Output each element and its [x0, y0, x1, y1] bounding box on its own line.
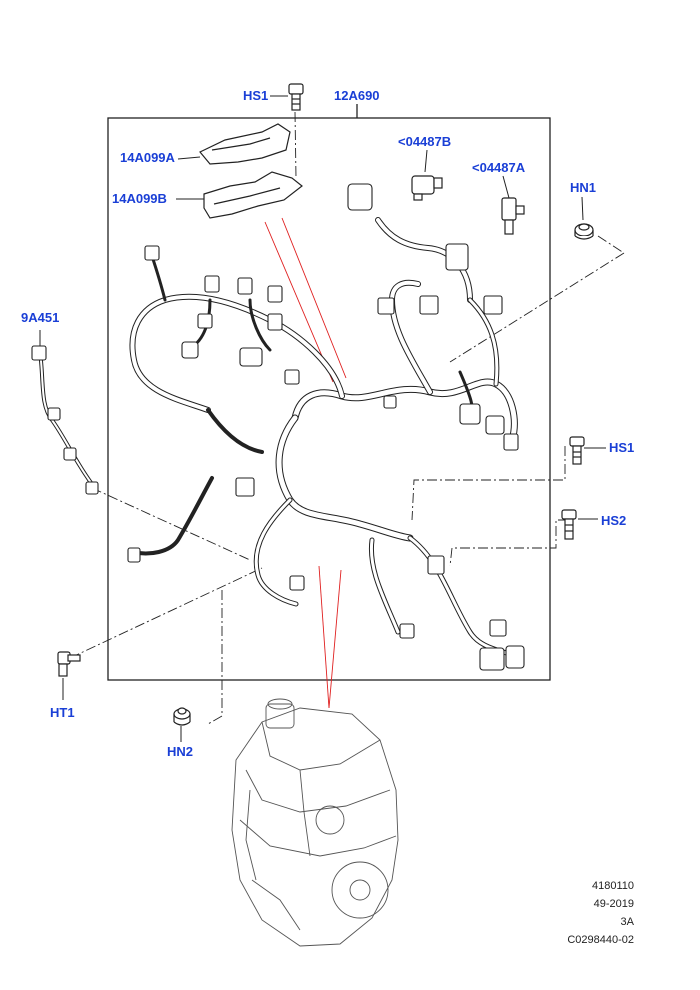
bolt-hs1-top — [288, 83, 304, 111]
nut-hn2 — [173, 707, 191, 726]
callout-hn1: HN1 — [570, 180, 597, 195]
sensors — [411, 175, 525, 235]
callout-ht1: HT1 — [50, 705, 75, 720]
harness-connectors — [127, 183, 525, 671]
harness-12a690 — [129, 217, 518, 659]
bolt-hs2 — [561, 509, 577, 540]
callout-04487b: <04487B — [398, 134, 452, 149]
heat-shields — [199, 123, 303, 219]
harness-9a451 — [31, 345, 99, 495]
sensor-04487a — [501, 197, 525, 235]
callout-12a690: 12A690 — [334, 88, 380, 103]
reference-number: 4180110 — [591, 880, 634, 892]
callout-leaders — [39, 95, 606, 742]
fasteners — [57, 83, 594, 726]
reference-date: 49-2019 — [593, 898, 634, 910]
shield-14a099a — [199, 123, 291, 165]
engine-illustration — [231, 698, 399, 947]
callout-hs1-right: HS1 — [609, 440, 635, 455]
bolt-hs1-right — [569, 436, 585, 465]
sensor-04487b — [411, 175, 443, 201]
callout-14a099a: 14A099A — [120, 150, 175, 165]
callout-9a451: 9A451 — [21, 310, 60, 325]
reference-sheet: 3A — [620, 916, 634, 928]
dashdot-lines — [69, 111, 625, 725]
callout-hs1-top: HS1 — [243, 88, 269, 103]
callout-04487a: <04487A — [472, 160, 526, 175]
stud-ht1 — [57, 651, 81, 677]
callout-14a099b: 14A099B — [112, 191, 167, 206]
callout-hs2: HS2 — [601, 513, 627, 528]
nut-hn1 — [574, 223, 594, 240]
callout-hn2: HN2 — [167, 744, 194, 759]
harness-frame — [107, 117, 551, 681]
reference-code: C0298440-02 — [567, 934, 634, 946]
